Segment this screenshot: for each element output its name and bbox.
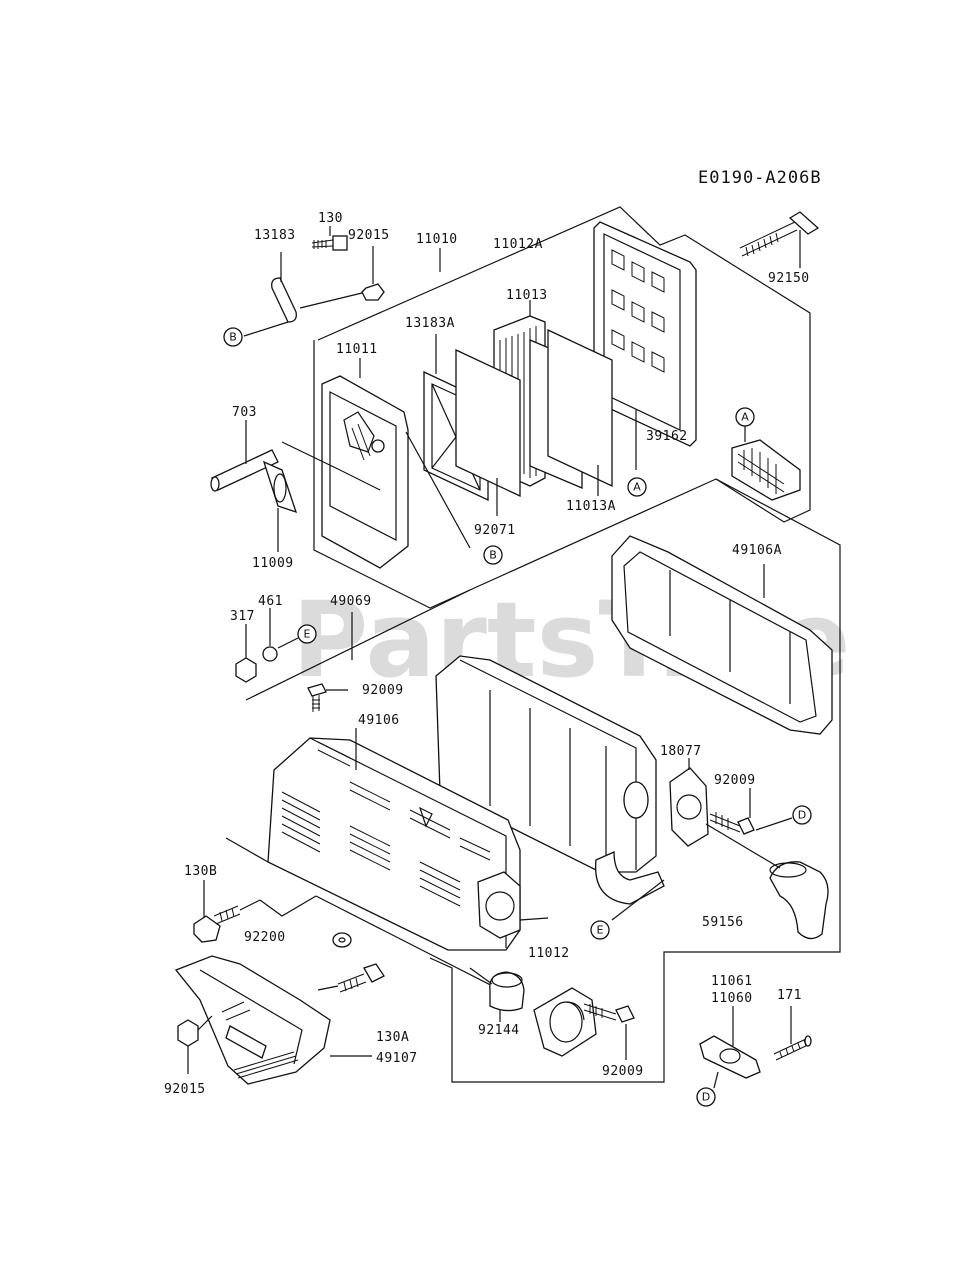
label-11060: 11060 xyxy=(711,991,753,1006)
air-cleaner-case-11011 xyxy=(321,358,409,569)
label-11013: 11013 xyxy=(506,288,548,303)
label-49106: 49106 xyxy=(358,713,400,728)
label-130: 130 xyxy=(318,211,343,226)
svg-text:E: E xyxy=(304,628,311,641)
gasket-18077 xyxy=(669,758,709,847)
bolt-130b xyxy=(193,880,241,943)
label-92015-bottom: 92015 xyxy=(164,1082,206,1097)
ref-e-muffler: E xyxy=(590,920,610,940)
label-18077: 18077 xyxy=(660,744,702,759)
group-outline-muffler xyxy=(245,478,841,1083)
label-703: 703 xyxy=(232,405,257,420)
label-130b: 130B xyxy=(184,864,217,879)
bolt-92009-top xyxy=(307,683,348,712)
ref-a-element: A xyxy=(735,407,755,442)
label-461: 461 xyxy=(258,594,283,609)
label-130a: 130A xyxy=(376,1030,409,1045)
label-11009: 11009 xyxy=(252,556,294,571)
group-outline-air-cleaner xyxy=(313,206,811,609)
ref-d-gasket: D xyxy=(696,1087,716,1107)
bolt-130a xyxy=(317,963,385,993)
gasket-11009 xyxy=(262,460,298,552)
plate-92071 xyxy=(455,348,521,516)
label-92144: 92144 xyxy=(478,1023,520,1038)
label-317: 317 xyxy=(230,609,255,624)
svg-text:D: D xyxy=(702,1091,710,1104)
nut-317 xyxy=(235,624,257,683)
label-11011: 11011 xyxy=(336,342,378,357)
bolt-92009-lower xyxy=(583,1003,635,1060)
label-11061: 11061 xyxy=(711,974,753,989)
label-13183: 13183 xyxy=(254,228,296,243)
muffler-shield-49106 xyxy=(267,728,521,951)
ref-d-muffler: D xyxy=(792,805,812,825)
label-92009-lower: 92009 xyxy=(602,1064,644,1079)
washer-92200 xyxy=(332,932,352,948)
diagram-code: E0190-A206B xyxy=(698,168,822,188)
label-39162: 39162 xyxy=(646,429,688,444)
exhaust-elbow-59156 xyxy=(769,861,829,940)
bolt-130 xyxy=(311,226,348,251)
pre-filter-11013a xyxy=(547,328,613,496)
nut-92015-bottom xyxy=(177,1015,213,1074)
ref-b-case: B xyxy=(483,545,503,565)
stud-171 xyxy=(773,1006,812,1061)
ref-b-top: B xyxy=(223,327,243,347)
label-11010: 11010 xyxy=(416,232,458,247)
label-92009-right: 92009 xyxy=(714,773,756,788)
svg-text:E: E xyxy=(597,924,604,937)
gasket-11061 xyxy=(699,1006,761,1089)
clamp-13183 xyxy=(271,252,297,323)
label-49107: 49107 xyxy=(376,1051,418,1066)
label-49069: 49069 xyxy=(330,594,372,609)
bolt-92150 xyxy=(739,211,820,268)
bolt-92009-right xyxy=(709,788,755,835)
label-11012a: 11012A xyxy=(493,237,543,252)
svg-text:D: D xyxy=(798,809,806,822)
label-92015-top: 92015 xyxy=(348,228,390,243)
svg-text:B: B xyxy=(229,331,237,344)
flange-lower xyxy=(533,987,597,1057)
svg-text:A: A xyxy=(741,411,749,424)
pipe-703 xyxy=(210,420,279,492)
label-11012: 11012 xyxy=(528,946,570,961)
nut-92015-top xyxy=(361,246,385,301)
lower-shield-49107 xyxy=(174,955,372,1085)
ref-e-left: E xyxy=(297,624,317,644)
label-11013a: 11013A xyxy=(566,499,616,514)
label-171: 171 xyxy=(777,988,802,1003)
label-92009-top: 92009 xyxy=(362,683,404,698)
label-59156: 59156 xyxy=(702,915,744,930)
label-13183a: 13183A xyxy=(405,316,455,331)
washer-461 xyxy=(262,608,278,662)
small-filter-element xyxy=(731,439,801,501)
label-92071: 92071 xyxy=(474,523,516,538)
svg-text:B: B xyxy=(489,549,497,562)
label-92200: 92200 xyxy=(244,930,286,945)
svg-text:A: A xyxy=(633,481,641,494)
label-92150: 92150 xyxy=(768,271,810,286)
muffler-body xyxy=(435,655,665,905)
part-number-labels: 13183 130 92015 11010 11012A 11013 92150… xyxy=(164,211,810,1097)
label-49106a: 49106A xyxy=(732,543,782,558)
heat-shield-49106a xyxy=(611,535,833,735)
clamp-92144 xyxy=(489,971,525,1022)
ref-a-cover: A xyxy=(627,477,647,497)
